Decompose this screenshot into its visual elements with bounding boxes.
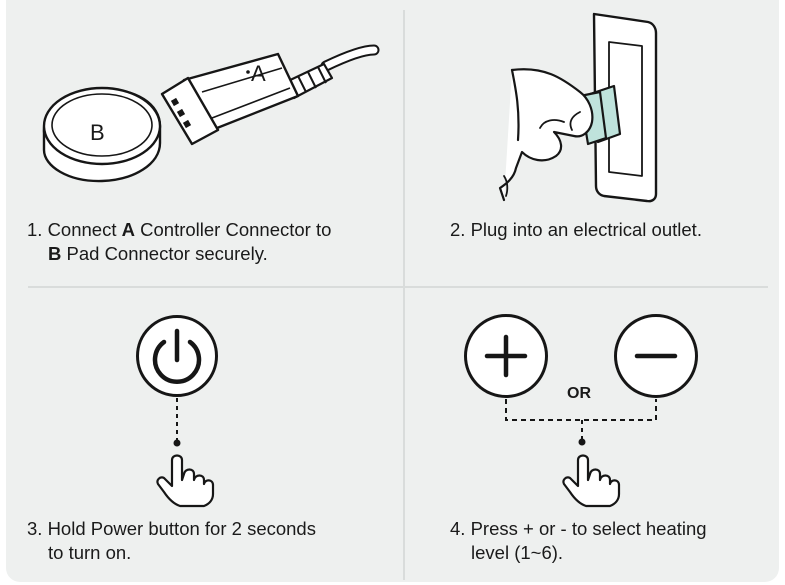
- step-1-caption: 1. Connect A Controller Connector to B P…: [27, 218, 331, 266]
- instruction-sheet: B A 1. Connect A Controller Connector to…: [6, 0, 779, 582]
- vertical-divider: [403, 10, 405, 580]
- or-label: OR: [567, 385, 591, 402]
- label-a: A: [251, 61, 266, 86]
- press-diagram: [484, 334, 678, 508]
- power-symbol: [152, 328, 215, 508]
- step-4-panel: OR 4. Press + or - to select heating lev…: [404, 288, 779, 582]
- step-2-text: 2. Plug into an electrical outlet.: [450, 219, 702, 240]
- step-3-panel: 3. Hold Power button for 2 seconds to tu…: [6, 288, 398, 582]
- step-1-bold-b: B: [48, 243, 62, 264]
- step-4-caption: 4. Press + or - to select heating level …: [450, 517, 707, 565]
- label-b: B: [90, 120, 105, 145]
- step-1-bold-a: A: [121, 219, 135, 240]
- step-4-text-a: 4. Press + or - to select heating: [450, 518, 707, 539]
- step-3-text-a: 3. Hold Power button for 2 seconds: [27, 518, 316, 539]
- step-1-text-b: Controller Connector to: [135, 219, 332, 240]
- step-1-text-a: 1. Connect: [27, 219, 122, 240]
- step-3-caption: 3. Hold Power button for 2 seconds to tu…: [27, 517, 316, 565]
- step-2-panel: 2. Plug into an electrical outlet.: [404, 0, 779, 284]
- step-1-panel: B A 1. Connect A Controller Connector to…: [6, 0, 398, 284]
- horizontal-divider: [28, 286, 768, 288]
- step-3-text-b: to turn on.: [48, 542, 132, 563]
- wall-outlet-icon: [498, 12, 658, 203]
- step-4-text-b: level (1~6).: [471, 542, 564, 563]
- minus-button-icon: [614, 314, 698, 398]
- step-2-caption: 2. Plug into an electrical outlet.: [450, 218, 702, 242]
- connector-icon: [42, 44, 380, 183]
- step-1-text-c: Pad Connector securely.: [61, 243, 268, 264]
